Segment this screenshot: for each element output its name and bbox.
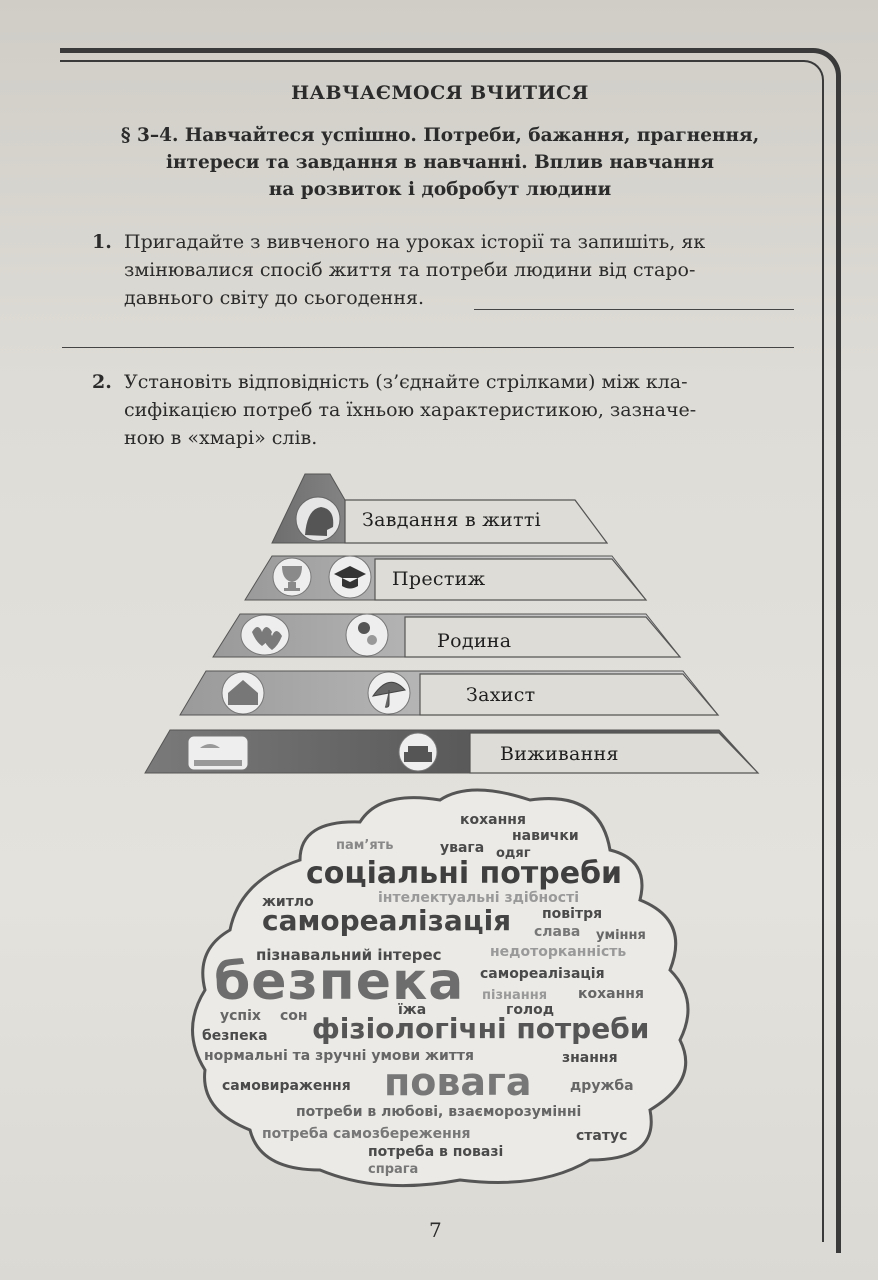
- task-1-text: Пригадайте з вивченого на уроках історії…: [124, 228, 800, 312]
- cloud-word: успіх: [220, 1008, 261, 1024]
- cloud-word: голод: [506, 1002, 555, 1018]
- cloud-word: фізіологічні потреби: [312, 1012, 650, 1045]
- pyramid-label: Виживання: [500, 743, 619, 765]
- cloud-word: їжа: [398, 1002, 427, 1018]
- section-title-line: § 3–4. Навчайтеся успішно. Потреби, бажа…: [120, 125, 760, 146]
- task-1-line: змінювалися спосіб життя та потреби люди…: [124, 259, 696, 281]
- cloud-word: статус: [576, 1128, 628, 1144]
- mother-child-icon: [345, 613, 389, 657]
- page-frame-outer: [60, 48, 841, 1253]
- cloud-word: уміння: [596, 928, 646, 943]
- page-header: НАВЧАЄМОСЯ ВЧИТИСЯ: [291, 82, 589, 104]
- pyramid-label: Завдання в житті: [362, 509, 542, 531]
- cloud-word: спрага: [368, 1162, 419, 1177]
- bed-icon-shape: [194, 744, 242, 766]
- cloud-word: недоторканність: [490, 944, 627, 960]
- cloud-word: одяг: [496, 846, 531, 861]
- pyramid-level-5: [144, 729, 760, 774]
- cloud-word: сон: [280, 1008, 308, 1024]
- cloud-word: кохання: [578, 986, 644, 1002]
- cloud-word: навички: [512, 828, 579, 844]
- cloud-word: безпека: [202, 1028, 268, 1044]
- task-1-line: Пригадайте з вивченого на уроках історії…: [124, 231, 706, 253]
- task-2: 2. Установіть відповідність (з’єднайте с…: [92, 368, 800, 452]
- pyramid-level-3: [212, 613, 682, 658]
- page-number: 7: [429, 1218, 442, 1242]
- page-frame-inner: [60, 60, 824, 1242]
- cloud-word: повітря: [542, 906, 603, 922]
- cloud-word: кохання: [460, 812, 526, 828]
- pyramid-label: Родина: [437, 630, 512, 652]
- cloud-word: нормальні та зручні умови життя: [204, 1048, 475, 1064]
- graduation-cap-icon-shape: [334, 566, 366, 589]
- cake-icon-shape: [404, 746, 432, 762]
- trophy-icon-shape: [282, 566, 302, 591]
- section-title-line: на розвиток і добробут людини: [268, 179, 612, 200]
- cloud-word: самореалізація: [262, 904, 512, 937]
- head-gears-icon-shape: [305, 507, 334, 536]
- cloud-word: самореалізація: [480, 966, 605, 982]
- cloud-word: дружба: [570, 1078, 634, 1094]
- pyramid-level-4: [179, 670, 720, 716]
- cloud-word: повага: [384, 1060, 532, 1104]
- section-title: § 3–4. Навчайтеся успішно. Потреби, бажа…: [70, 122, 810, 203]
- cloud-word: інтелектуальні здібності: [378, 890, 579, 906]
- cloud-word: пізнання: [482, 988, 548, 1003]
- cloud-word: увага: [440, 840, 485, 856]
- cloud-word: пам’ять: [336, 838, 394, 853]
- hearts-icon-shape: [252, 627, 282, 650]
- task-1: 1. Пригадайте з вивченого на уроках істо…: [92, 228, 800, 312]
- cloud-word: пізнавальний інтерес: [256, 946, 442, 964]
- cloud-word: знання: [562, 1050, 618, 1066]
- task-1-number: 1.: [92, 231, 112, 253]
- task-1-line: давнього світу до сьогодення.: [124, 287, 425, 309]
- task-2-line: ною в «хмарі» слів.: [124, 427, 318, 449]
- cloud-word: житло: [262, 894, 314, 910]
- umbrella-icon-shape: [371, 681, 406, 708]
- cloud-word: безпека: [214, 952, 465, 1012]
- cloud-word: потреба самозбереження: [262, 1126, 471, 1142]
- task-2-text: Установіть відповідність (з’єднайте стрі…: [124, 368, 800, 452]
- pyramid-level-2: [244, 555, 648, 601]
- answer-line[interactable]: [474, 309, 794, 310]
- pyramid-level-1: [271, 473, 609, 544]
- cloud-word: слава: [534, 924, 581, 940]
- cloud-word: потреби в любові, взаєморозумінні: [296, 1104, 582, 1120]
- task-2-line: Установіть відповідність (з’єднайте стрі…: [124, 371, 688, 393]
- pyramid-label: Престиж: [392, 568, 486, 590]
- pyramid-label: Захист: [466, 684, 536, 706]
- section-title-line: інтереси та завдання в навчанні. Вплив н…: [165, 152, 715, 173]
- task-2-number: 2.: [92, 371, 112, 393]
- cloud-word: самовираження: [222, 1078, 351, 1094]
- cloud-word: потреба в повазі: [368, 1144, 504, 1160]
- answer-line[interactable]: [62, 347, 794, 348]
- cloud-word: соціальні потреби: [306, 856, 623, 891]
- house-icon-shape: [228, 680, 258, 705]
- task-2-line: сифікацією потреб та їхньою характеристи…: [124, 399, 697, 421]
